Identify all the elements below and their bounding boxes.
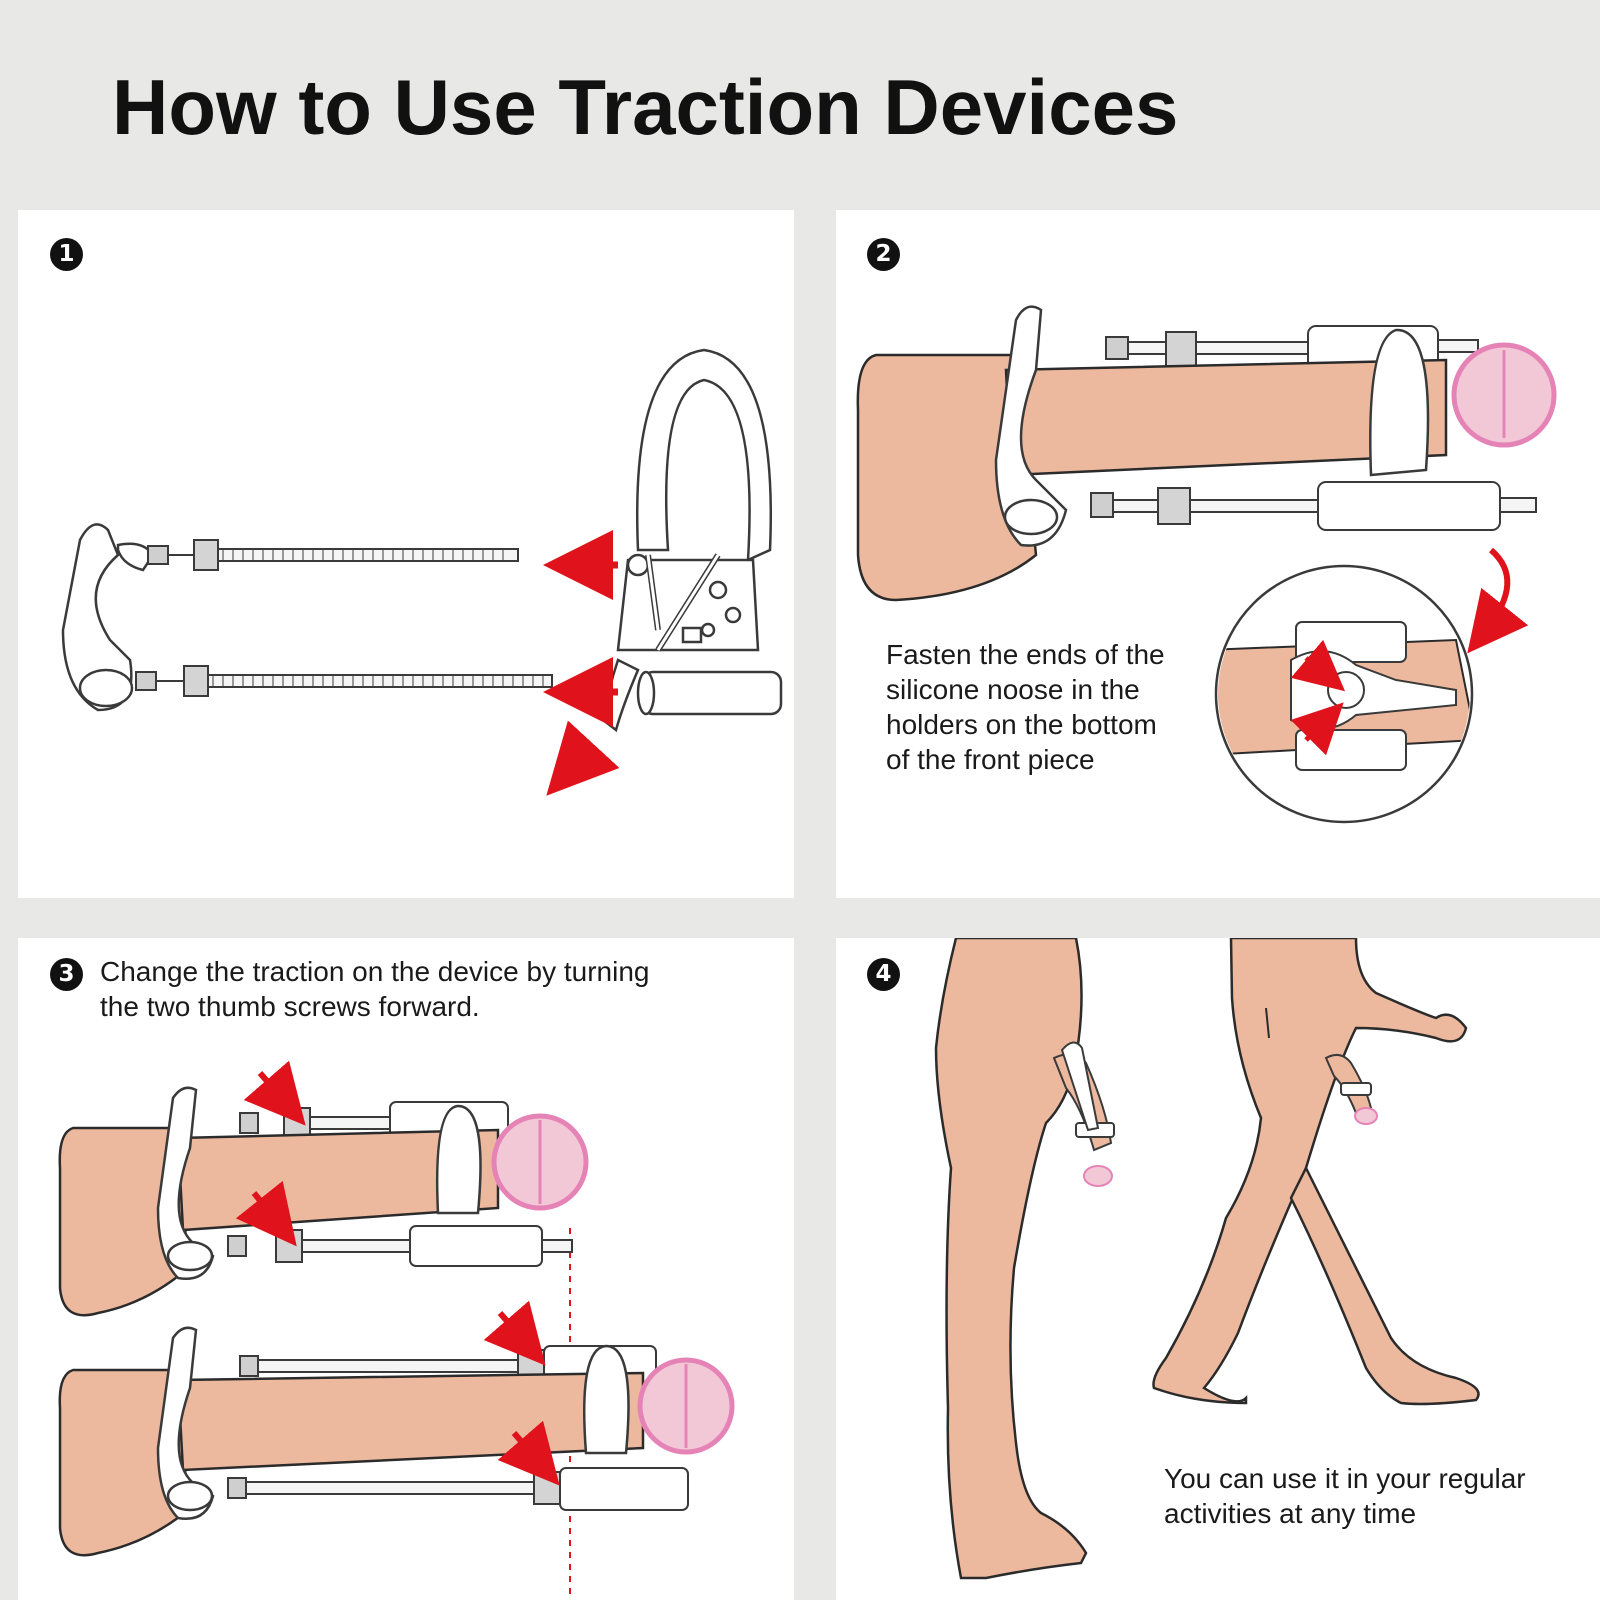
- step-4-number: 4: [867, 958, 900, 991]
- silicone-noose: [1369, 328, 1430, 477]
- device-walking: [1324, 1053, 1378, 1125]
- walking-figure-back-leg: [1289, 1165, 1480, 1406]
- red-arrows: [543, 530, 620, 796]
- step-2-panel: 2: [836, 210, 1600, 898]
- curved-arrow: [1467, 547, 1529, 654]
- step-4-caption: You can use it in your regular activitie…: [1164, 1463, 1526, 1529]
- step-3-caption: Change the traction on the device by tur…: [100, 956, 650, 1022]
- standing-figure: [934, 938, 1088, 1580]
- device-before: [58, 1060, 589, 1317]
- step-1-panel: 1: [18, 210, 794, 898]
- detail-circle: [1214, 564, 1474, 824]
- step-1-number: 1: [50, 238, 83, 271]
- lower-rod: [1090, 481, 1537, 531]
- step-3-number: 3: [50, 958, 83, 991]
- step-4-panel: 4 You can use it in your regular activit…: [836, 938, 1600, 1600]
- step-3-panel: 3 Change the traction on the device by t…: [18, 938, 794, 1600]
- device-standing: [1052, 1041, 1115, 1187]
- step-4-illustration: [934, 938, 1480, 1580]
- step-1-illustration: [61, 348, 783, 796]
- step-2-illustration: [856, 305, 1557, 824]
- step-2-number: 2: [867, 238, 900, 271]
- device-base-piece: [61, 523, 155, 712]
- step-3-illustration: [58, 1060, 735, 1598]
- device-front-piece: [601, 348, 783, 733]
- page-title: How to Use Traction Devices: [112, 63, 1179, 151]
- walking-figure: [1152, 938, 1468, 1405]
- device-after: [58, 1300, 735, 1557]
- body-shape: [856, 353, 1038, 602]
- arrow-down-left: [546, 720, 620, 796]
- device-rods: [135, 539, 553, 697]
- step-2-caption: Fasten the ends of the silicone noose in…: [886, 639, 1165, 775]
